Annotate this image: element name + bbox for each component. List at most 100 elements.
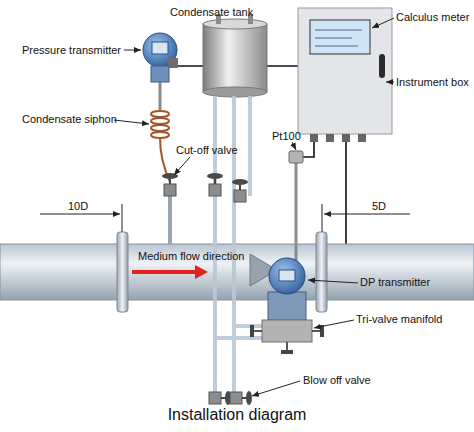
dimension-line (40, 214, 120, 215)
part-label: Tri-valve manifold (356, 313, 442, 326)
leader-line (124, 50, 141, 51)
cut-off-valve (232, 179, 248, 185)
flow-arrow (132, 270, 196, 274)
blow-off-valve (209, 391, 252, 405)
cut-off-valve (234, 190, 246, 202)
tri-valve-manifold (262, 320, 312, 342)
impulse-tube (213, 96, 217, 398)
blow-off-valve (230, 392, 242, 404)
dimension-line (40, 204, 410, 232)
part-label: DP transmitter (360, 276, 430, 289)
tri-valve-manifold (312, 330, 320, 332)
process-pipe (0, 232, 474, 312)
tri-valve-manifold (281, 350, 293, 354)
instrument-box (298, 8, 392, 134)
impulse-tube (215, 96, 264, 398)
impulse-tube (215, 336, 264, 340)
condensate-tank (203, 14, 267, 97)
instrument-box (315, 38, 352, 39)
part-label: Instrument box (396, 76, 469, 89)
process-pipe (0, 244, 474, 300)
instrument-box (310, 20, 370, 54)
instrument-box (310, 134, 318, 142)
dimension-line (122, 204, 123, 232)
leader-line (114, 18, 394, 396)
part-label: Pressure transmitter (22, 44, 121, 57)
cut-off-valve (232, 179, 248, 202)
instrument-box (358, 134, 366, 142)
part-label: Condensate siphon (22, 113, 117, 126)
part-label: Cut-off valve (176, 144, 238, 157)
leader-line (386, 82, 394, 83)
condensate-siphon (151, 125, 169, 131)
tri-valve-manifold (250, 320, 324, 354)
leader-line (292, 142, 296, 150)
leader-line (308, 280, 358, 283)
cut-off-valve (162, 173, 248, 202)
leader-line (372, 18, 394, 28)
pressure-transmitter (152, 42, 168, 54)
cut-off-valve (207, 173, 223, 179)
condensate-siphon (151, 132, 169, 138)
leader-line (314, 320, 354, 328)
cut-off-valve (164, 184, 176, 196)
signal-wire (303, 142, 314, 157)
blow-off-valve (230, 391, 252, 405)
instrument-box (298, 8, 392, 142)
pressure-transmitter (143, 33, 178, 110)
temperature-sensor (289, 151, 303, 163)
leader-line (252, 381, 300, 396)
tri-valve-manifold (254, 330, 262, 332)
condensate-siphon (151, 111, 169, 117)
instrument-box (315, 30, 362, 31)
instrument-box (342, 134, 350, 142)
dimension-line (324, 214, 410, 215)
part-label: Condensate tank (170, 6, 253, 19)
condensate-tank (203, 87, 267, 97)
flow-arrow (195, 265, 208, 279)
impulse-tube (234, 324, 264, 328)
impulse-tube (168, 196, 172, 244)
pressure-transmitter (159, 82, 162, 110)
dimension-line (322, 204, 323, 232)
dp-transmitter (268, 258, 306, 320)
figure-caption: Installation diagram (0, 405, 474, 425)
impulse-tube (248, 96, 252, 196)
part-label: 10D (68, 200, 88, 213)
cut-off-valve (207, 173, 223, 196)
instrument-box (379, 54, 385, 78)
dp-transmitter (269, 258, 305, 294)
tri-valve-manifold (250, 325, 254, 337)
leader-line (174, 157, 190, 175)
process-pipe (117, 232, 128, 312)
part-label: 5D (372, 200, 386, 213)
cut-off-valve (209, 184, 221, 196)
process-pipe (316, 232, 327, 312)
pressure-transmitter (151, 66, 169, 82)
temperature-sensor (289, 151, 303, 262)
part-label: Calculus meter (396, 11, 469, 24)
blow-off-valve (209, 391, 231, 405)
blow-off-valve (209, 392, 221, 404)
dp-transmitter (279, 270, 295, 281)
dp-transmitter (268, 292, 306, 320)
instrument-box (315, 46, 358, 47)
part-label: Medium flow direction (138, 250, 244, 263)
part-label: Blow off valve (303, 374, 371, 387)
condensate-tank (203, 19, 267, 29)
cut-off-valve (162, 173, 178, 196)
flow-arrow (132, 265, 208, 279)
condensate-siphon (151, 111, 170, 182)
pressure-transmitter (143, 33, 177, 67)
temperature-sensor (295, 163, 298, 262)
part-label: Pt100 (272, 130, 301, 143)
impulse-tube (232, 96, 236, 398)
leader-line (114, 120, 149, 124)
condensate-siphon (151, 118, 169, 124)
condensate-tank (203, 24, 267, 92)
blow-off-valve (246, 391, 252, 405)
instrument-box (326, 134, 334, 142)
tri-valve-manifold (286, 342, 288, 350)
